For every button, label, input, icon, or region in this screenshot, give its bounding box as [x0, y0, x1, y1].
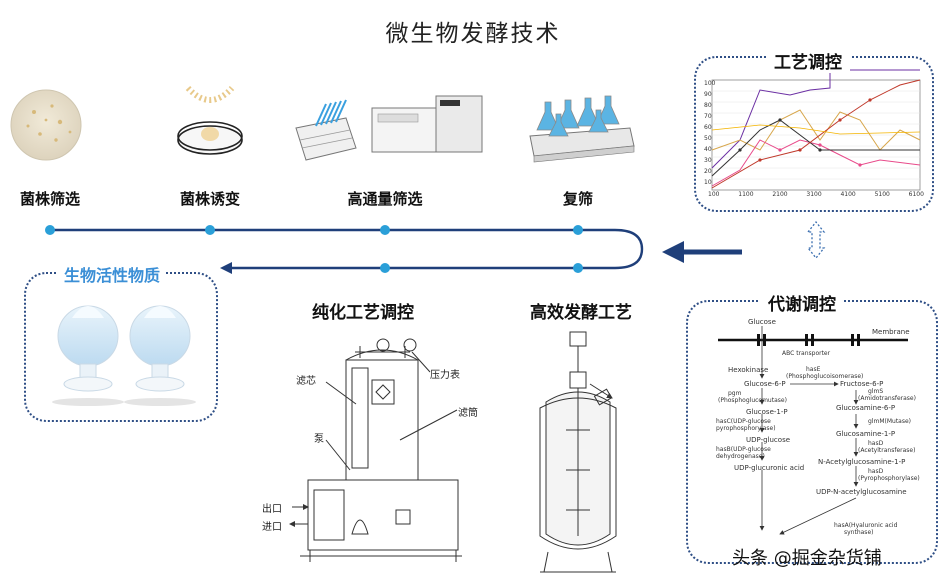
met-glmM: glmM(Mutase) — [868, 418, 912, 425]
stage-label-rescreening: 复筛 — [562, 190, 593, 208]
stage-label-high-throughput: 高通量筛选 — [347, 190, 423, 208]
met-hasC-enzyme: pyrophosphorylase) — [716, 425, 776, 432]
met-gln6p: Glucosamine-6-P — [836, 404, 896, 412]
met-hasD2-enzyme: (Pyrophosphorylase) — [858, 475, 920, 482]
control-input-arrow — [662, 241, 742, 263]
metabolic-control-box — [686, 300, 938, 564]
watermark: 头条 @掘金杂货铺 — [732, 548, 882, 569]
metabolic-control-title: 代谢调控 — [760, 290, 844, 315]
label-filter-cylinder: 滤筒 — [458, 408, 478, 419]
label-pressure-gauge: 压力表 — [430, 370, 460, 381]
metabolic-pathway-diagram — [718, 326, 908, 535]
bioactive-powder-vessels — [52, 305, 196, 406]
shaker-flasks-icon — [529, 95, 635, 163]
mutagenesis-dish-icon — [177, 85, 243, 155]
met-hasD1-enzyme: (Acetyltransferase) — [858, 447, 916, 454]
purification-apparatus-drawing — [289, 338, 462, 562]
met-udpga: UDP-glucuronic acid — [734, 464, 805, 472]
high-throughput-equipment-icon — [295, 95, 483, 161]
met-transporter: ABC transporter — [782, 350, 831, 357]
bidirectional-arrow-icon — [806, 220, 826, 260]
process-control-box — [694, 56, 934, 212]
bioactive-box — [24, 272, 218, 422]
process-control-title: 工艺调控 — [766, 48, 850, 73]
met-hasA-enzyme: synthase) — [844, 529, 874, 536]
met-hasC: hasC(UDP-glucose — [716, 418, 771, 425]
petri-dish-icon — [10, 89, 82, 161]
met-f6p: Fructose-6-P — [840, 380, 884, 388]
met-membrane: Membrane — [872, 328, 910, 336]
flow-arrowhead — [220, 262, 232, 274]
label-outlet: 出口 — [262, 504, 282, 515]
met-nag1p: N-Acetylglucosamine-1-P — [818, 458, 906, 466]
met-hexokinase: Hexokinase — [728, 366, 769, 374]
met-hasE-enzyme: (Phosphoglucoisomerase) — [786, 373, 864, 380]
met-hasB-enzyme: dehydrogenase) — [716, 453, 765, 460]
fermenter-drawing — [539, 331, 617, 573]
met-glucose: Glucose — [748, 318, 776, 326]
met-gln1p: Glucosamine-1-P — [836, 430, 896, 438]
label-inlet: 进口 — [262, 522, 282, 533]
met-hasB: hasB(UDP-glucose — [716, 446, 771, 453]
label-filter-core: 滤芯 — [296, 376, 316, 387]
met-pgm-enzyme: (Phosphoglucomutase) — [718, 397, 787, 404]
met-udpg: UDP-glucose — [746, 436, 791, 444]
met-hasE: hasE — [806, 366, 821, 373]
flow-dots — [45, 225, 583, 273]
bioactive-label: 生物活性物质 — [58, 262, 167, 286]
met-hasD2: hasD — [868, 468, 884, 475]
stage-label-strain-screening: 菌株筛选 — [19, 190, 80, 208]
met-g6p: Glucose-6-P — [744, 380, 786, 388]
met-pgm: pgm — [728, 390, 742, 397]
met-hasD1: hasD — [868, 440, 884, 447]
process-control-chart — [711, 69, 921, 191]
process-flow-line — [50, 228, 644, 270]
met-udpnag: UDP-N-acetylglucosamine — [816, 488, 907, 496]
fermentation-title: 高效发酵工艺 — [530, 303, 632, 323]
met-g1p: Glucose-1-P — [746, 408, 788, 416]
met-hasA: hasA(Hyaluronic acid — [834, 522, 898, 529]
stage-label-strain-mutagenesis: 菌株诱变 — [179, 190, 240, 208]
page-title: 微生物发酵技术 — [385, 21, 561, 47]
met-glmS-enzyme: (Amidotransferase) — [858, 395, 916, 402]
label-pump: 泵 — [314, 434, 324, 445]
met-glmS: glmS — [868, 388, 884, 395]
purification-title: 纯化工艺调控 — [312, 303, 414, 323]
